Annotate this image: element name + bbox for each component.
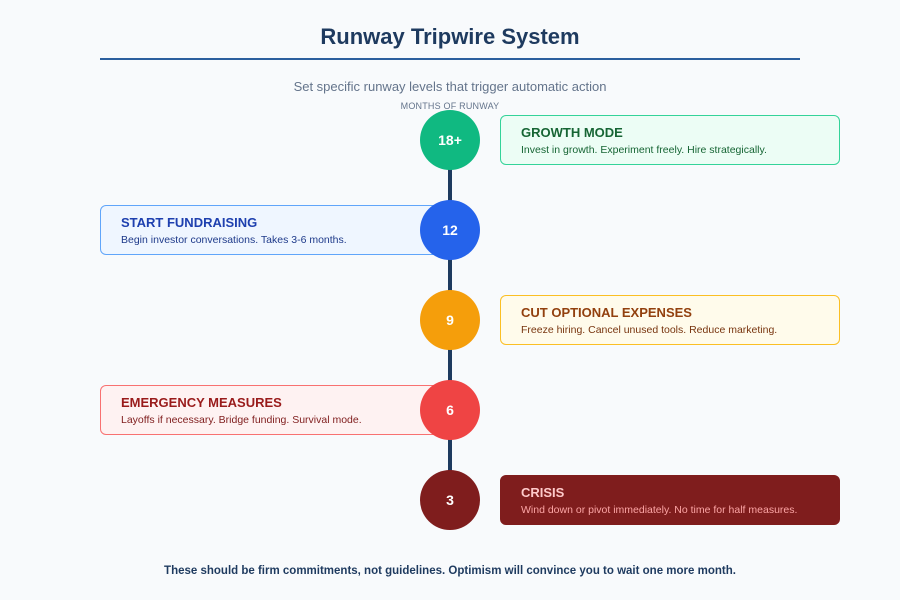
footer-note: These should be firm commitments, not gu… — [164, 565, 736, 577]
tripwire-title: EMERGENCY MEASURES — [121, 395, 282, 410]
page-title: Runway Tripwire System — [320, 24, 580, 49]
tripwire-description: Wind down or pivot immediately. No time … — [521, 504, 798, 516]
title-divider — [100, 58, 800, 60]
tripwire-description: Freeze hiring. Cancel unused tools. Redu… — [521, 324, 778, 336]
tripwire-title: GROWTH MODE — [521, 125, 623, 140]
tripwire-description: Begin investor conversations. Takes 3-6 … — [121, 234, 347, 246]
tripwire-card: GROWTH MODE Invest in growth. Experiment … — [500, 115, 840, 165]
tripwire-description: Invest in growth. Experiment freely. Hir… — [521, 144, 767, 156]
tripwire-card: CRISIS Wind down or pivot immediately. No… — [500, 475, 840, 525]
runway-months-marker: 3 — [420, 470, 480, 530]
tripwire-card: CUT OPTIONAL EXPENSES Freeze hiring. Canc… — [500, 295, 840, 345]
axis-label: MONTHS OF RUNWAY — [400, 101, 500, 111]
tripwire-title: CRISIS — [521, 485, 565, 500]
runway-months-marker: 9 — [420, 290, 480, 350]
page-subtitle: Set specific runway levels that trigger … — [293, 79, 607, 94]
runway-months-marker: 6 — [420, 380, 480, 440]
tripwire-description: Layoffs if necessary. Bridge funding. Su… — [121, 414, 362, 426]
runway-months-marker: 12 — [420, 200, 480, 260]
tripwire-card: EMERGENCY MEASURES Layoffs if necessary. … — [100, 385, 440, 435]
tripwire-title: CUT OPTIONAL EXPENSES — [521, 305, 692, 320]
tripwire-title: START FUNDRAISING — [121, 215, 258, 230]
runway-months-marker: 18+ — [420, 110, 480, 170]
tripwire-card: START FUNDRAISING Begin investor conversa… — [100, 205, 440, 255]
